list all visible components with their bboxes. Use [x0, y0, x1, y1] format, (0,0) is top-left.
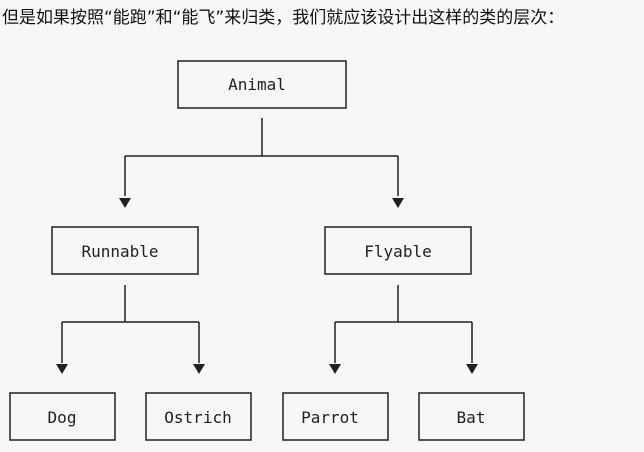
arrowhead-flyable — [392, 198, 404, 208]
node-dog: Dog — [9, 392, 116, 441]
node-ostrich: Ostrich — [145, 392, 252, 441]
arrowhead-bat — [466, 364, 478, 374]
arrowhead-ostrich — [193, 364, 205, 374]
node-dog-label: Dog — [48, 408, 77, 427]
edge-flyable-split — [334, 285, 473, 363]
edge-runnable-split — [61, 285, 200, 363]
node-runnable: Runnable — [51, 226, 199, 275]
node-flyable-label: Flyable — [364, 242, 431, 261]
node-parrot: Parrot — [282, 392, 389, 441]
intro-text: 但是如果按照“能跑”和“能飞”来归类，我们就应该设计出这样的类的层次： — [2, 8, 565, 28]
node-bat-label: Bat — [457, 408, 486, 427]
arrowhead-dog — [56, 364, 68, 374]
node-runnable-label: Runnable — [81, 242, 158, 261]
node-animal: Animal — [177, 60, 347, 109]
node-bat: Bat — [418, 392, 525, 441]
node-animal-label: Animal — [228, 75, 286, 94]
arrowhead-parrot — [329, 364, 341, 374]
arrowhead-runnable — [119, 198, 131, 208]
node-parrot-label: Parrot — [301, 408, 359, 427]
node-flyable: Flyable — [324, 226, 472, 275]
node-ostrich-label: Ostrich — [164, 408, 231, 427]
edge-animal-split — [124, 118, 399, 196]
